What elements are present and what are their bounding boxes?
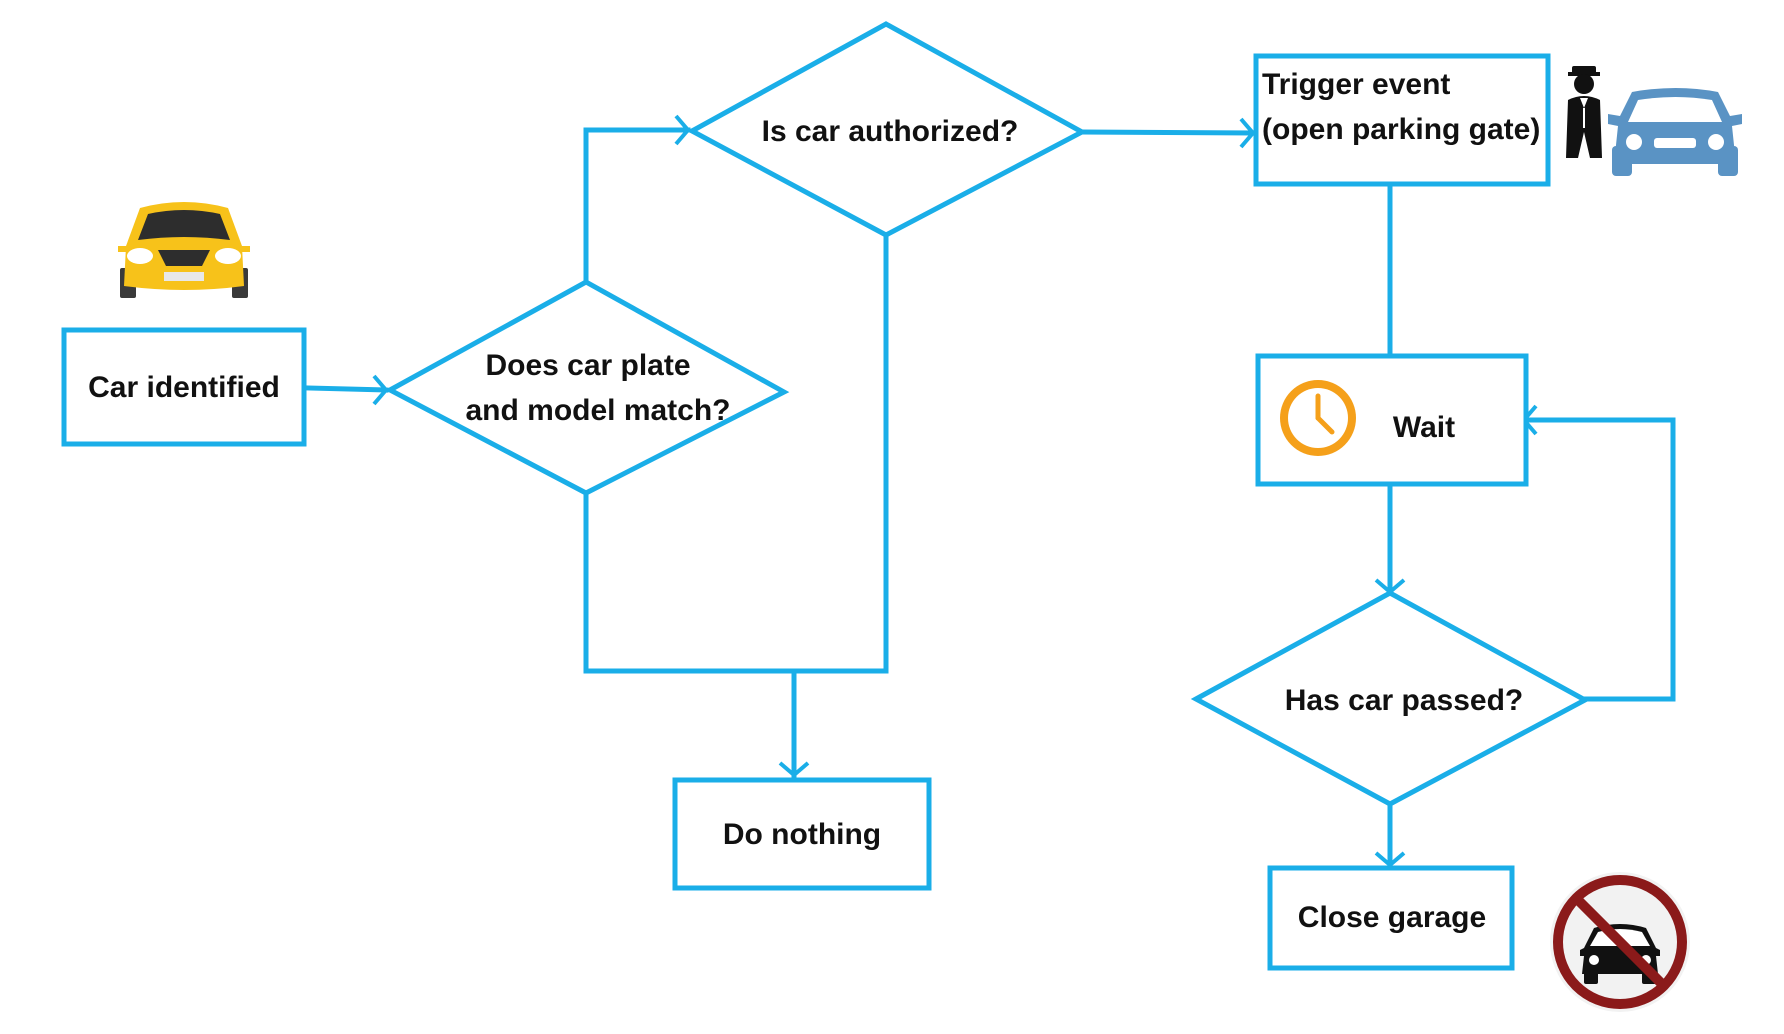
arrowhead-trigger <box>1239 117 1256 149</box>
node-car-identified: Car identified <box>61 327 307 447</box>
clock-icon <box>1280 380 1356 456</box>
no-cars-sign-icon <box>1550 872 1690 1012</box>
edge-passed-to-wait-loop <box>1521 417 1676 702</box>
node-close-garage: Close garage <box>1267 865 1515 971</box>
edge-plate-to-do-nothing <box>583 232 889 674</box>
node-do-nothing: Do nothing <box>672 777 932 891</box>
plate-match-label-line2: and model match? <box>465 394 730 427</box>
close-garage-label: Close garage <box>1298 901 1486 934</box>
edge-identified-to-plate <box>305 385 389 393</box>
node-has-car-passed: Has car passed? <box>1190 590 1591 807</box>
trigger-label-line2: (open parking gate) <box>1262 113 1540 146</box>
node-authorized: Is car authorized? <box>686 21 1088 238</box>
edge-plate-to-authorized <box>583 127 691 283</box>
wait-label: Wait <box>1393 411 1455 444</box>
car-identified-label: Car identified <box>88 371 280 404</box>
has-car-passed-label: Has car passed? <box>1285 684 1523 717</box>
arrowhead-close <box>1374 851 1406 868</box>
arrowhead-do-nothing <box>778 761 810 778</box>
trigger-label-line1: Trigger event <box>1262 68 1450 101</box>
node-trigger: Trigger event (open parking gate) <box>1253 53 1551 187</box>
do-nothing-label: Do nothing <box>723 818 881 851</box>
edge-authorized-to-trigger <box>1079 129 1256 136</box>
plate-match-label-line1: Does car plate <box>485 349 690 382</box>
node-plate-match: Does car plate and model match? <box>384 279 790 496</box>
yellow-car-front-icon <box>118 202 250 298</box>
valet-person-icon <box>1566 66 1602 158</box>
connectors <box>305 114 1676 868</box>
blue-car-front-icon <box>1608 88 1742 176</box>
arrowhead-authorized <box>674 114 691 146</box>
authorized-label: Is car authorized? <box>762 115 1019 148</box>
